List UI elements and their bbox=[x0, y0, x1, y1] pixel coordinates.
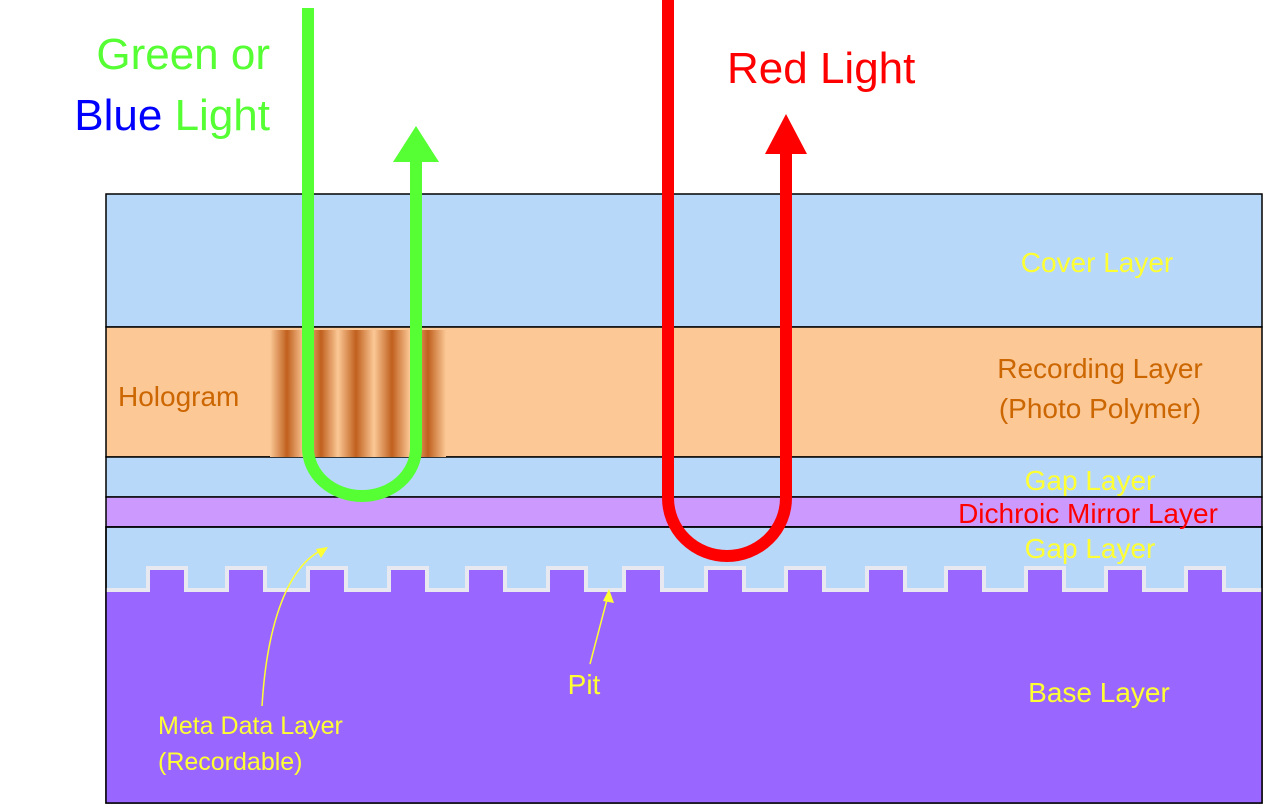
light-word: Light bbox=[162, 91, 270, 140]
cover-layer bbox=[105, 193, 1263, 328]
gap-layer-upper-label: Gap Layer bbox=[1025, 465, 1156, 496]
gap-layer-lower-label: Gap Layer bbox=[1025, 533, 1156, 564]
red-arrow-head bbox=[765, 114, 807, 154]
pit-label: Pit bbox=[568, 669, 601, 700]
base-layer-label: Base Layer bbox=[1028, 677, 1170, 708]
meta-data-pointer bbox=[261, 547, 327, 707]
red-light-path bbox=[662, 0, 807, 562]
hologram-fringe bbox=[270, 330, 304, 457]
base-layer bbox=[106, 568, 1262, 803]
pit-pointer bbox=[589, 591, 610, 665]
dichroic-mirror-label: Dichroic Mirror Layer bbox=[958, 498, 1218, 529]
cover-layer-label: Cover Layer bbox=[1021, 247, 1174, 278]
dichroic-mirror-layer bbox=[105, 496, 1263, 528]
green-light-path bbox=[302, 8, 439, 502]
recording-layer-sublabel: (Photo Polymer) bbox=[999, 393, 1201, 424]
pit-pointer-head bbox=[603, 589, 614, 603]
green-arrow-head bbox=[393, 126, 439, 162]
gap-layer-upper bbox=[105, 456, 1263, 498]
hologram-fringe bbox=[338, 330, 374, 457]
green-blue-heading-line2: Blue Light bbox=[74, 91, 270, 140]
meta-data-layer-line bbox=[106, 566, 1262, 592]
meta-pointer-head bbox=[316, 547, 328, 558]
base-layer-frame bbox=[105, 526, 1263, 804]
red-light-heading: Red Light bbox=[727, 44, 915, 93]
meta-data-sublabel: (Recordable) bbox=[158, 748, 303, 776]
hologram-label: Hologram bbox=[118, 381, 239, 412]
u-turn-arrow-icon bbox=[302, 8, 422, 502]
recording-layer-label: Recording Layer bbox=[997, 353, 1202, 384]
meta-data-label: Meta Data Layer bbox=[158, 712, 343, 740]
green-blue-heading-line1: Green or bbox=[96, 30, 270, 79]
blue-word: Blue bbox=[74, 91, 162, 140]
u-turn-arrow-icon bbox=[662, 0, 792, 562]
hologram-fringe bbox=[374, 330, 410, 457]
